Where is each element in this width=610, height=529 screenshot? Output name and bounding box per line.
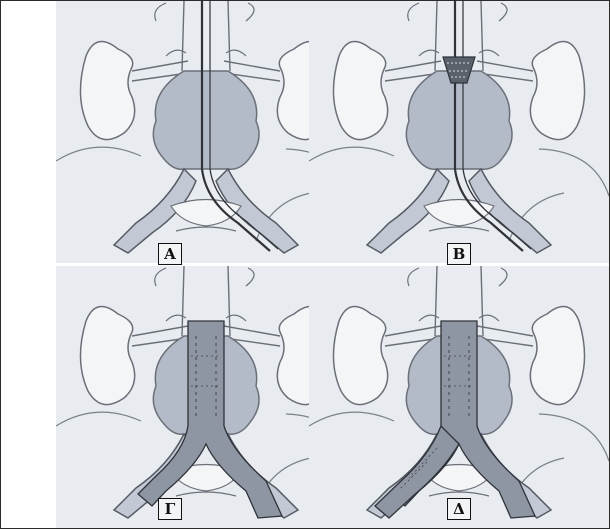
- panel-label-a: A: [158, 243, 182, 265]
- panel-label-gamma: Γ: [158, 498, 182, 520]
- panel-delta: [309, 266, 609, 528]
- panel-label-delta: Δ: [447, 498, 471, 520]
- panel-b: [309, 1, 609, 263]
- panel-label-b: B: [447, 243, 471, 265]
